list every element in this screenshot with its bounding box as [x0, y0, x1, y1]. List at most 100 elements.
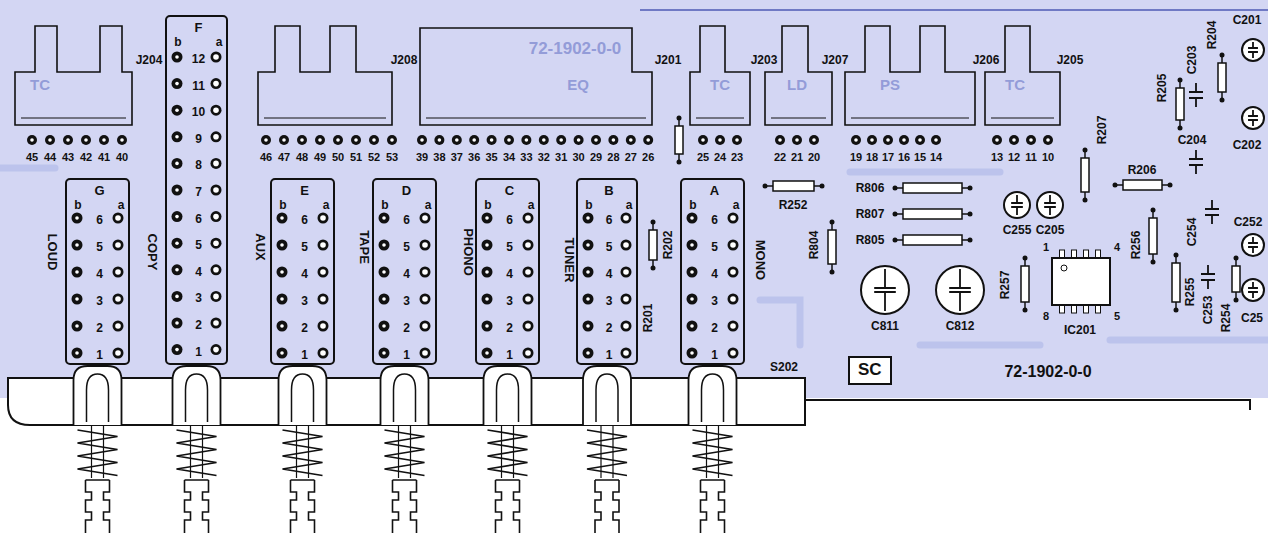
- solder-pad: [732, 135, 742, 145]
- push-button: [381, 366, 429, 533]
- faded-silkscreen: PS: [880, 77, 900, 92]
- pin-number: 34: [503, 152, 515, 163]
- pin-number: 1: [606, 349, 613, 361]
- pin-number: 4: [301, 268, 308, 280]
- resistor-symbol: [1218, 53, 1226, 103]
- contact-label: a: [425, 199, 432, 211]
- solder-pad: [504, 135, 514, 145]
- component-ref: R207: [1096, 116, 1108, 145]
- pin-number: 6: [195, 213, 202, 225]
- switch-letter: C: [505, 184, 514, 197]
- pin-number: 11: [1025, 152, 1037, 163]
- component-ref: R205: [1156, 74, 1168, 103]
- pin-number: 3: [506, 295, 513, 307]
- connector-housing: [845, 26, 975, 125]
- solder-pad: [775, 135, 785, 145]
- resistor-symbol: [893, 235, 973, 245]
- pin-number: 24: [714, 152, 726, 163]
- switch-letter: G: [94, 184, 104, 197]
- connector-housing: [690, 26, 750, 125]
- component-ref: R255: [1184, 278, 1196, 307]
- contact-label: b: [74, 199, 81, 211]
- capacitor-symbol: [1205, 200, 1219, 224]
- pin-number: 48: [296, 152, 308, 163]
- resistor-symbol: [763, 181, 825, 191]
- contact-label: b: [174, 36, 181, 48]
- solder-pad: [915, 135, 925, 145]
- pin-number: 38: [433, 152, 445, 163]
- pin-number: 21: [791, 152, 803, 163]
- pin-number: 7: [195, 186, 202, 198]
- faded-silkscreen: LD: [787, 77, 807, 92]
- pin-number: 4: [506, 268, 513, 280]
- switch-box: Gba654321LOUD: [65, 178, 130, 365]
- pin-number: 25: [697, 152, 709, 163]
- solder-pad: [99, 135, 109, 145]
- pin-number: 5: [96, 241, 103, 253]
- solder-pad: [387, 135, 397, 145]
- pin-number: 13: [991, 152, 1003, 163]
- pin-number: 50: [332, 152, 344, 163]
- board-edge: [800, 400, 1250, 410]
- component-ref: C253: [1202, 296, 1214, 325]
- resistor-symbol: [1232, 256, 1240, 303]
- solder-pad: [434, 135, 444, 145]
- watermark-text: 72-1902-0-0: [529, 40, 622, 57]
- pin-number: 5: [506, 241, 513, 253]
- pin-number: 5: [606, 241, 613, 253]
- solder-pad: [452, 135, 462, 145]
- switch-name: COPY: [146, 234, 159, 271]
- pin-number: 6: [403, 214, 410, 226]
- pin-number: 4: [96, 268, 103, 280]
- resistor-symbol: [1081, 148, 1089, 203]
- electrolytic-capacitor-symbol: [1004, 192, 1030, 218]
- pin-number: 19: [850, 152, 862, 163]
- pin-number: 36: [468, 152, 480, 163]
- connector-ref: J203: [751, 54, 778, 66]
- pin-number: 43: [62, 152, 74, 163]
- solder-pad: [297, 135, 307, 145]
- board-code-box: SC: [848, 356, 892, 385]
- pin-number: 35: [485, 152, 497, 163]
- connector-housing: [15, 26, 132, 125]
- pin-number: 18: [866, 152, 878, 163]
- switch-letter: E: [300, 184, 309, 197]
- solder-pad: [539, 135, 549, 145]
- pin-number: 6: [301, 214, 308, 226]
- solder-pad: [469, 135, 479, 145]
- component-ref: R206: [1128, 164, 1157, 176]
- pin-number: 3: [301, 295, 308, 307]
- switch-letter: D: [402, 184, 411, 197]
- pin-number: 6: [506, 214, 513, 226]
- connector-ref: J207: [822, 54, 849, 66]
- connector-ref: J201: [655, 54, 682, 66]
- pin-number: 37: [451, 152, 463, 163]
- component-ref: R257: [999, 271, 1011, 300]
- solder-pad: [63, 135, 73, 145]
- component-ref: C25: [1241, 312, 1263, 324]
- faded-silkscreen: EQ: [567, 77, 589, 92]
- solder-pad: [851, 135, 861, 145]
- switch-box: Dba654321TAPE: [372, 178, 437, 365]
- pin-number: 2: [195, 319, 202, 331]
- connector-ref: J205: [1057, 54, 1084, 66]
- pin-number: 5: [301, 241, 308, 253]
- push-button: [279, 366, 327, 533]
- push-button: [173, 366, 221, 533]
- switch-box: Bba654321TUNER: [576, 178, 638, 365]
- copper-trace: [760, 300, 800, 345]
- contact-label: a: [323, 199, 330, 211]
- solder-pad: [931, 135, 941, 145]
- pin-number: 28: [607, 152, 619, 163]
- pin-number: 12: [1008, 152, 1020, 163]
- push-button: [689, 366, 737, 533]
- resistor-symbol: [893, 209, 973, 219]
- contact-label: b: [484, 199, 491, 211]
- pin-number: 14: [930, 152, 942, 163]
- contact-label: a: [118, 199, 125, 211]
- switch-box: Eba654321AUX: [270, 178, 335, 365]
- pin-number: 2: [301, 322, 308, 334]
